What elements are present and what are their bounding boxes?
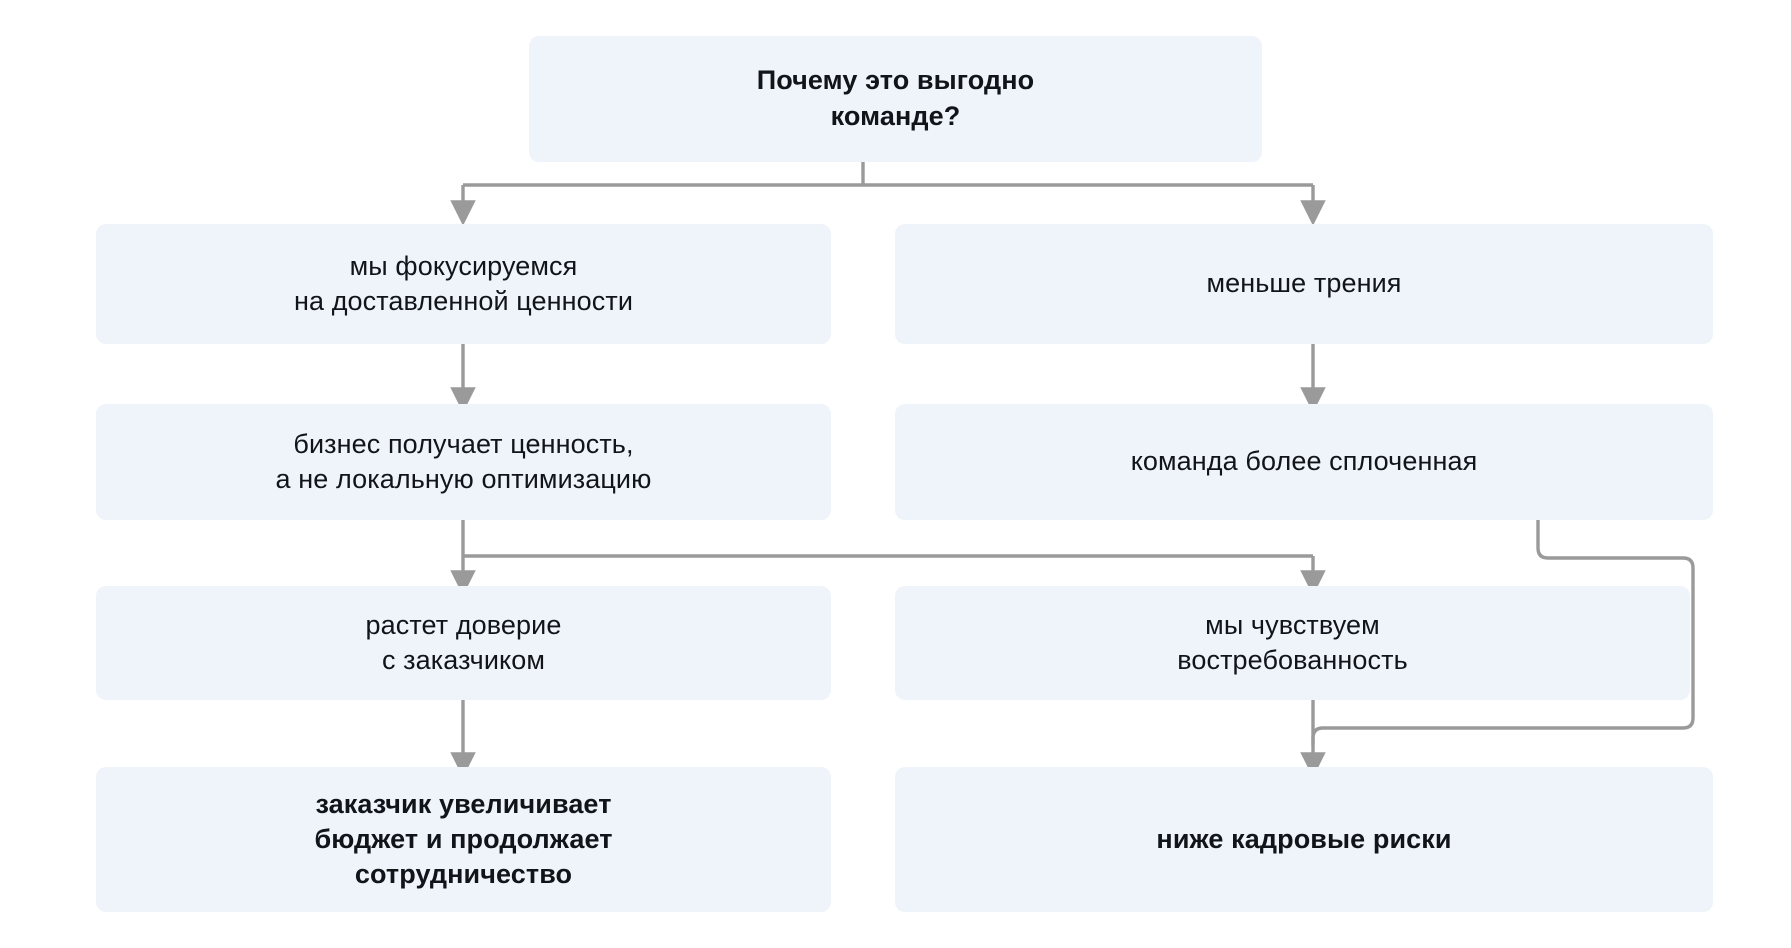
node-needed[interactable]: мы чувствуем востребованность — [895, 586, 1690, 700]
node-needed-label: мы чувствуем востребованность — [1177, 609, 1408, 675]
node-hr-risks-label: ниже кадровые риски — [1156, 823, 1452, 854]
node-hr-risks[interactable]: ниже кадровые риски — [895, 767, 1713, 912]
node-root[interactable]: Почему это выгодно команде? — [529, 36, 1262, 162]
node-value[interactable]: бизнес получает ценность, а не локальную… — [96, 404, 831, 520]
node-friction-label: меньше трения — [1206, 268, 1402, 299]
node-value-label: бизнес получает ценность, а не локальную… — [275, 428, 652, 494]
node-trust-label: растет доверие с заказчиком — [365, 609, 562, 675]
node-friction[interactable]: меньше трения — [895, 224, 1713, 344]
node-root-label: Почему это выгодно команде? — [756, 65, 1035, 131]
node-budget[interactable]: заказчик увеличивает бюджет и продолжает… — [96, 767, 831, 912]
node-cohesion[interactable]: команда более сплоченная — [895, 404, 1713, 520]
node-focus-label: мы фокусируемся на доставленной ценности — [293, 250, 634, 316]
node-cohesion-label: команда более сплоченная — [1130, 446, 1478, 477]
node-focus[interactable]: мы фокусируемся на доставленной ценности — [96, 224, 831, 344]
node-budget-label: заказчик увеличивает бюджет и продолжает… — [314, 788, 613, 890]
node-trust[interactable]: растет доверие с заказчиком — [96, 586, 831, 700]
